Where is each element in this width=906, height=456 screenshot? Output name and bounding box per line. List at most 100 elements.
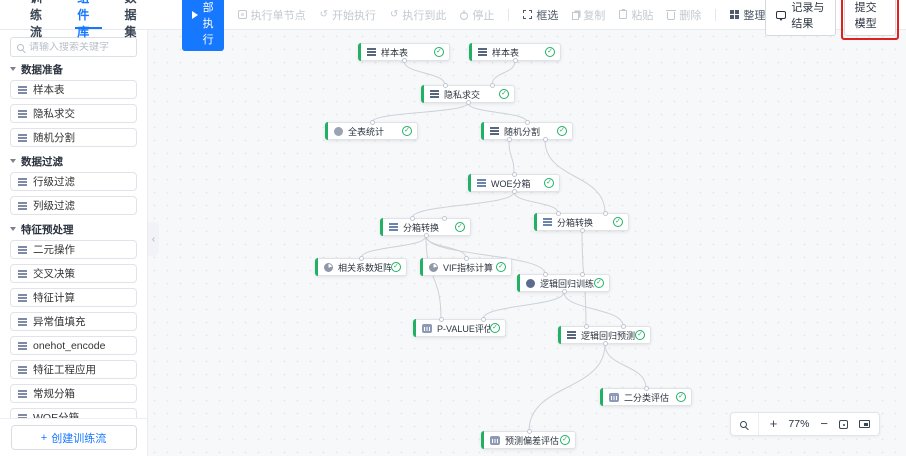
- flow-node-sample-b[interactable]: 样本表✓: [469, 43, 561, 63]
- flow-node-stats[interactable]: 全表统计✓: [325, 120, 418, 140]
- flow-node-lr-pred[interactable]: 逻辑回归预测✓: [558, 324, 651, 346]
- flow-node-vif[interactable]: VIF指标计算✓: [420, 256, 512, 276]
- toolbar-divider: [508, 8, 510, 21]
- output-port[interactable]: [543, 137, 549, 142]
- component-item[interactable]: 异常值填充: [10, 312, 137, 331]
- flow-node-psi[interactable]: 隐私求交✓: [421, 83, 515, 105]
- component-item[interactable]: 特征工程应用: [10, 360, 137, 379]
- zoom-search-icon[interactable]: [739, 420, 747, 428]
- output-port[interactable]: [602, 341, 608, 346]
- table-icon: [490, 127, 499, 135]
- zoom-out-button[interactable]: −: [820, 416, 828, 431]
- component-search-box[interactable]: [10, 37, 137, 57]
- table-icon: [18, 317, 27, 326]
- input-port[interactable]: [603, 211, 609, 216]
- input-port[interactable]: [464, 256, 469, 261]
- zoom-level: 77%: [788, 418, 810, 430]
- flow-edge: [528, 343, 606, 432]
- component-item[interactable]: WOE分箱: [10, 408, 137, 418]
- component-item[interactable]: 样本表: [10, 80, 137, 99]
- sidebar-collapse-handle[interactable]: ‹: [148, 222, 159, 256]
- component-item[interactable]: 二元操作: [10, 240, 137, 259]
- component-item[interactable]: 隐私求交: [10, 104, 137, 123]
- component-item[interactable]: 常规分箱: [10, 384, 137, 403]
- flow-edge: [360, 235, 427, 259]
- tab-dataset[interactable]: 数据集: [124, 0, 137, 39]
- input-port[interactable]: [644, 386, 649, 391]
- output-port[interactable]: [579, 228, 585, 233]
- fit-view-button[interactable]: [839, 419, 848, 429]
- input-port[interactable]: [441, 216, 447, 221]
- output-port[interactable]: [466, 100, 471, 105]
- create-training-flow-button[interactable]: + 创建训练流: [10, 425, 137, 450]
- input-port[interactable]: [542, 272, 548, 277]
- input-port[interactable]: [555, 211, 561, 216]
- table-icon: [430, 90, 439, 98]
- component-group-header[interactable]: 数据过滤: [10, 152, 137, 170]
- flow-node-binsub-b[interactable]: 分箱转换✓: [534, 211, 629, 233]
- input-port[interactable]: [359, 256, 364, 261]
- input-port[interactable]: [580, 272, 586, 277]
- output-port[interactable]: [561, 289, 567, 294]
- table-icon: [18, 365, 27, 374]
- component-item[interactable]: onehot_encode: [10, 336, 137, 355]
- toolbar-button: ↺开始执行: [320, 7, 376, 23]
- flow-node-bias-eval[interactable]: 预测偏差评估✓: [481, 429, 576, 449]
- flow-node-bin-eval[interactable]: 二分类评估✓: [600, 386, 692, 406]
- flow-node-woe[interactable]: WOE分箱✓: [468, 172, 560, 194]
- component-item[interactable]: 特征计算: [10, 288, 137, 307]
- output-port[interactable]: [423, 233, 429, 238]
- records-results-button[interactable]: 记录与结果: [765, 0, 836, 36]
- flow-canvas[interactable]: + 77% − 样本表✓ 样本表✓ 隐私求交✓全表统计✓ 随机分割✓ WOE分箱✓ 分箱转…: [148, 30, 906, 456]
- component-item-label: WOE分箱: [33, 412, 80, 418]
- component-item[interactable]: 行级过滤: [10, 172, 137, 191]
- component-item[interactable]: 列级过滤: [10, 196, 137, 215]
- output-port[interactable]: [402, 58, 407, 63]
- component-group-header[interactable]: 数据准备: [10, 60, 137, 78]
- input-port[interactable]: [512, 172, 517, 177]
- input-port[interactable]: [442, 83, 448, 88]
- flow-node-binsub-a[interactable]: 分箱转换✓: [380, 216, 471, 238]
- input-port[interactable]: [489, 83, 495, 88]
- input-port[interactable]: [480, 317, 486, 322]
- output-port[interactable]: [512, 189, 517, 194]
- globe-icon: [334, 126, 343, 136]
- input-port[interactable]: [409, 216, 415, 221]
- flow-node-pvalue[interactable]: P-VALUE评估✓: [413, 317, 506, 337]
- input-port[interactable]: [438, 317, 444, 322]
- flow-node-corr[interactable]: 相关系数矩阵✓: [315, 256, 407, 276]
- node-label: WOE分箱: [491, 178, 531, 189]
- table-icon: [18, 133, 27, 142]
- toolbar-button: ↺执行到此: [390, 7, 446, 23]
- component-group-header[interactable]: 特征预处理: [10, 220, 137, 238]
- component-item[interactable]: 随机分割: [10, 128, 137, 147]
- toolbar-button: 粘贴: [619, 7, 653, 23]
- toolbar-button[interactable]: 整理: [730, 7, 765, 23]
- node-label: 样本表: [381, 47, 409, 58]
- zoom-in-button[interactable]: +: [769, 416, 778, 431]
- tab-training-flow[interactable]: 训练流: [30, 0, 43, 39]
- table-icon: [18, 177, 27, 186]
- input-port[interactable]: [525, 120, 530, 125]
- flow-node-lr-train[interactable]: 逻辑回归训练✓: [517, 272, 610, 294]
- restart-icon: ↺: [319, 9, 329, 20]
- input-port[interactable]: [583, 324, 589, 329]
- input-port[interactable]: [621, 324, 627, 329]
- input-port[interactable]: [369, 120, 375, 125]
- output-port[interactable]: [506, 137, 512, 142]
- input-port[interactable]: [526, 429, 532, 434]
- tab-component-library[interactable]: 组件库: [65, 0, 112, 39]
- toolbar-button[interactable]: 框选: [523, 7, 558, 23]
- output-port[interactable]: [513, 58, 518, 63]
- component-item[interactable]: 交叉决策: [10, 264, 137, 283]
- submit-model-button[interactable]: 提交模型: [840, 0, 899, 40]
- search-input[interactable]: [29, 41, 130, 53]
- toolbar-button-label: 开始执行: [332, 9, 377, 22]
- minimap-toggle-button[interactable]: [859, 420, 870, 428]
- flow-node-split[interactable]: 随机分割✓: [481, 120, 573, 142]
- toolbar-button-label: 删除: [679, 9, 702, 22]
- run-all-button[interactable]: 全部执行: [181, 0, 224, 51]
- flow-node-sample-a[interactable]: 样本表✓: [358, 43, 450, 63]
- zoom-controls: + 77% −: [729, 412, 880, 436]
- node-label: 样本表: [492, 47, 520, 58]
